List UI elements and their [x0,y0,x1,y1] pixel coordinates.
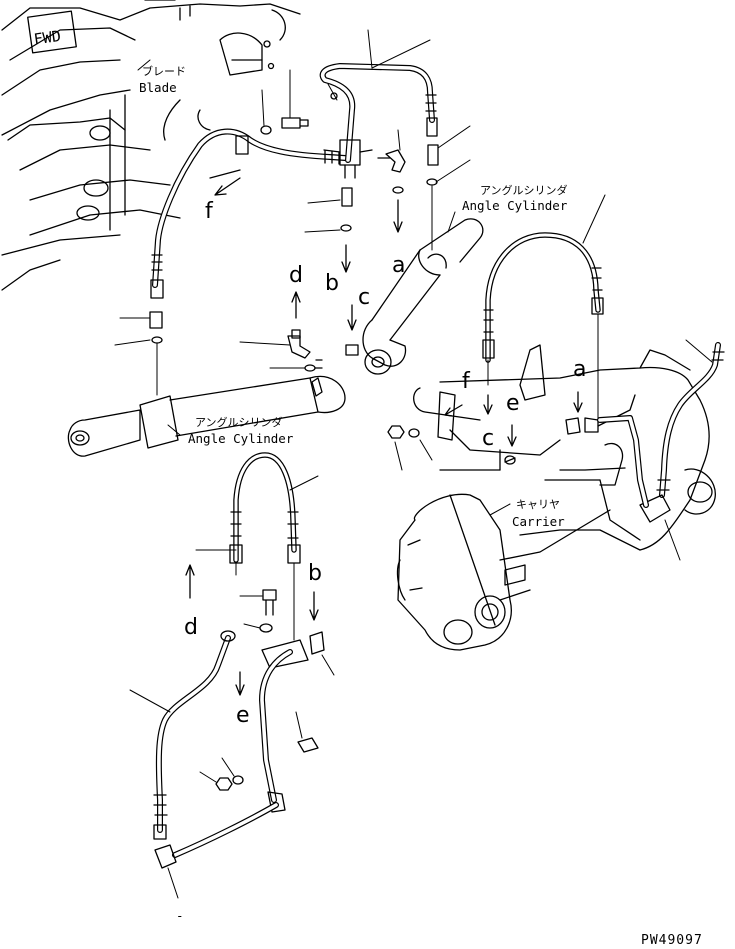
ref-a-upper: a [392,253,405,278]
ref-c-right: c [482,426,494,451]
ref-b-lower: b [308,561,322,586]
fitting [149,311,163,329]
bottom-hose [229,452,301,564]
carrier-lower [396,493,611,651]
upper-left-tube [150,128,348,299]
blade-structure [1,0,301,291]
ref-e-lower: e [236,703,250,728]
fitting-center [341,187,353,207]
ref-c-upper: c [358,285,370,310]
angle-cylinder-lower [67,359,346,457]
right-tube [597,342,725,523]
bottom-dash: - [176,908,184,923]
angle-cyl-lower-jp: アングルシリンダ [195,415,283,429]
carrier-label-en: Carrier [512,514,565,529]
ref-d-lower: d [184,615,198,640]
angle-cyl-upper-en: Angle Cylinder [462,198,568,213]
bottom-tubes [153,630,293,869]
ref-d-upper: d [289,263,303,288]
carrier-label-jp: キャリヤ [516,498,560,511]
angle-cylinder-upper [362,218,484,375]
ref-e-right: e [506,391,520,416]
angle-cyl-upper-jp: アングルシリンダ [480,183,568,197]
blade-label-jp: ブレード [142,64,186,78]
fwd-label: FWD [33,27,62,49]
ref-b-upper: b [325,271,339,296]
right-hose [482,232,604,363]
ref-a-right: a [573,357,586,382]
ref-f-right: f [462,369,471,394]
blade-leader [137,59,151,71]
ref-f-upper: f [205,199,214,224]
blade-label-en: Blade [139,80,177,95]
drawing-code: PW49097 [641,933,703,948]
carrier-structure [413,344,716,551]
top-center-hose [319,63,438,179]
angle-cyl-lower-en: Angle Cylinder [188,431,294,446]
